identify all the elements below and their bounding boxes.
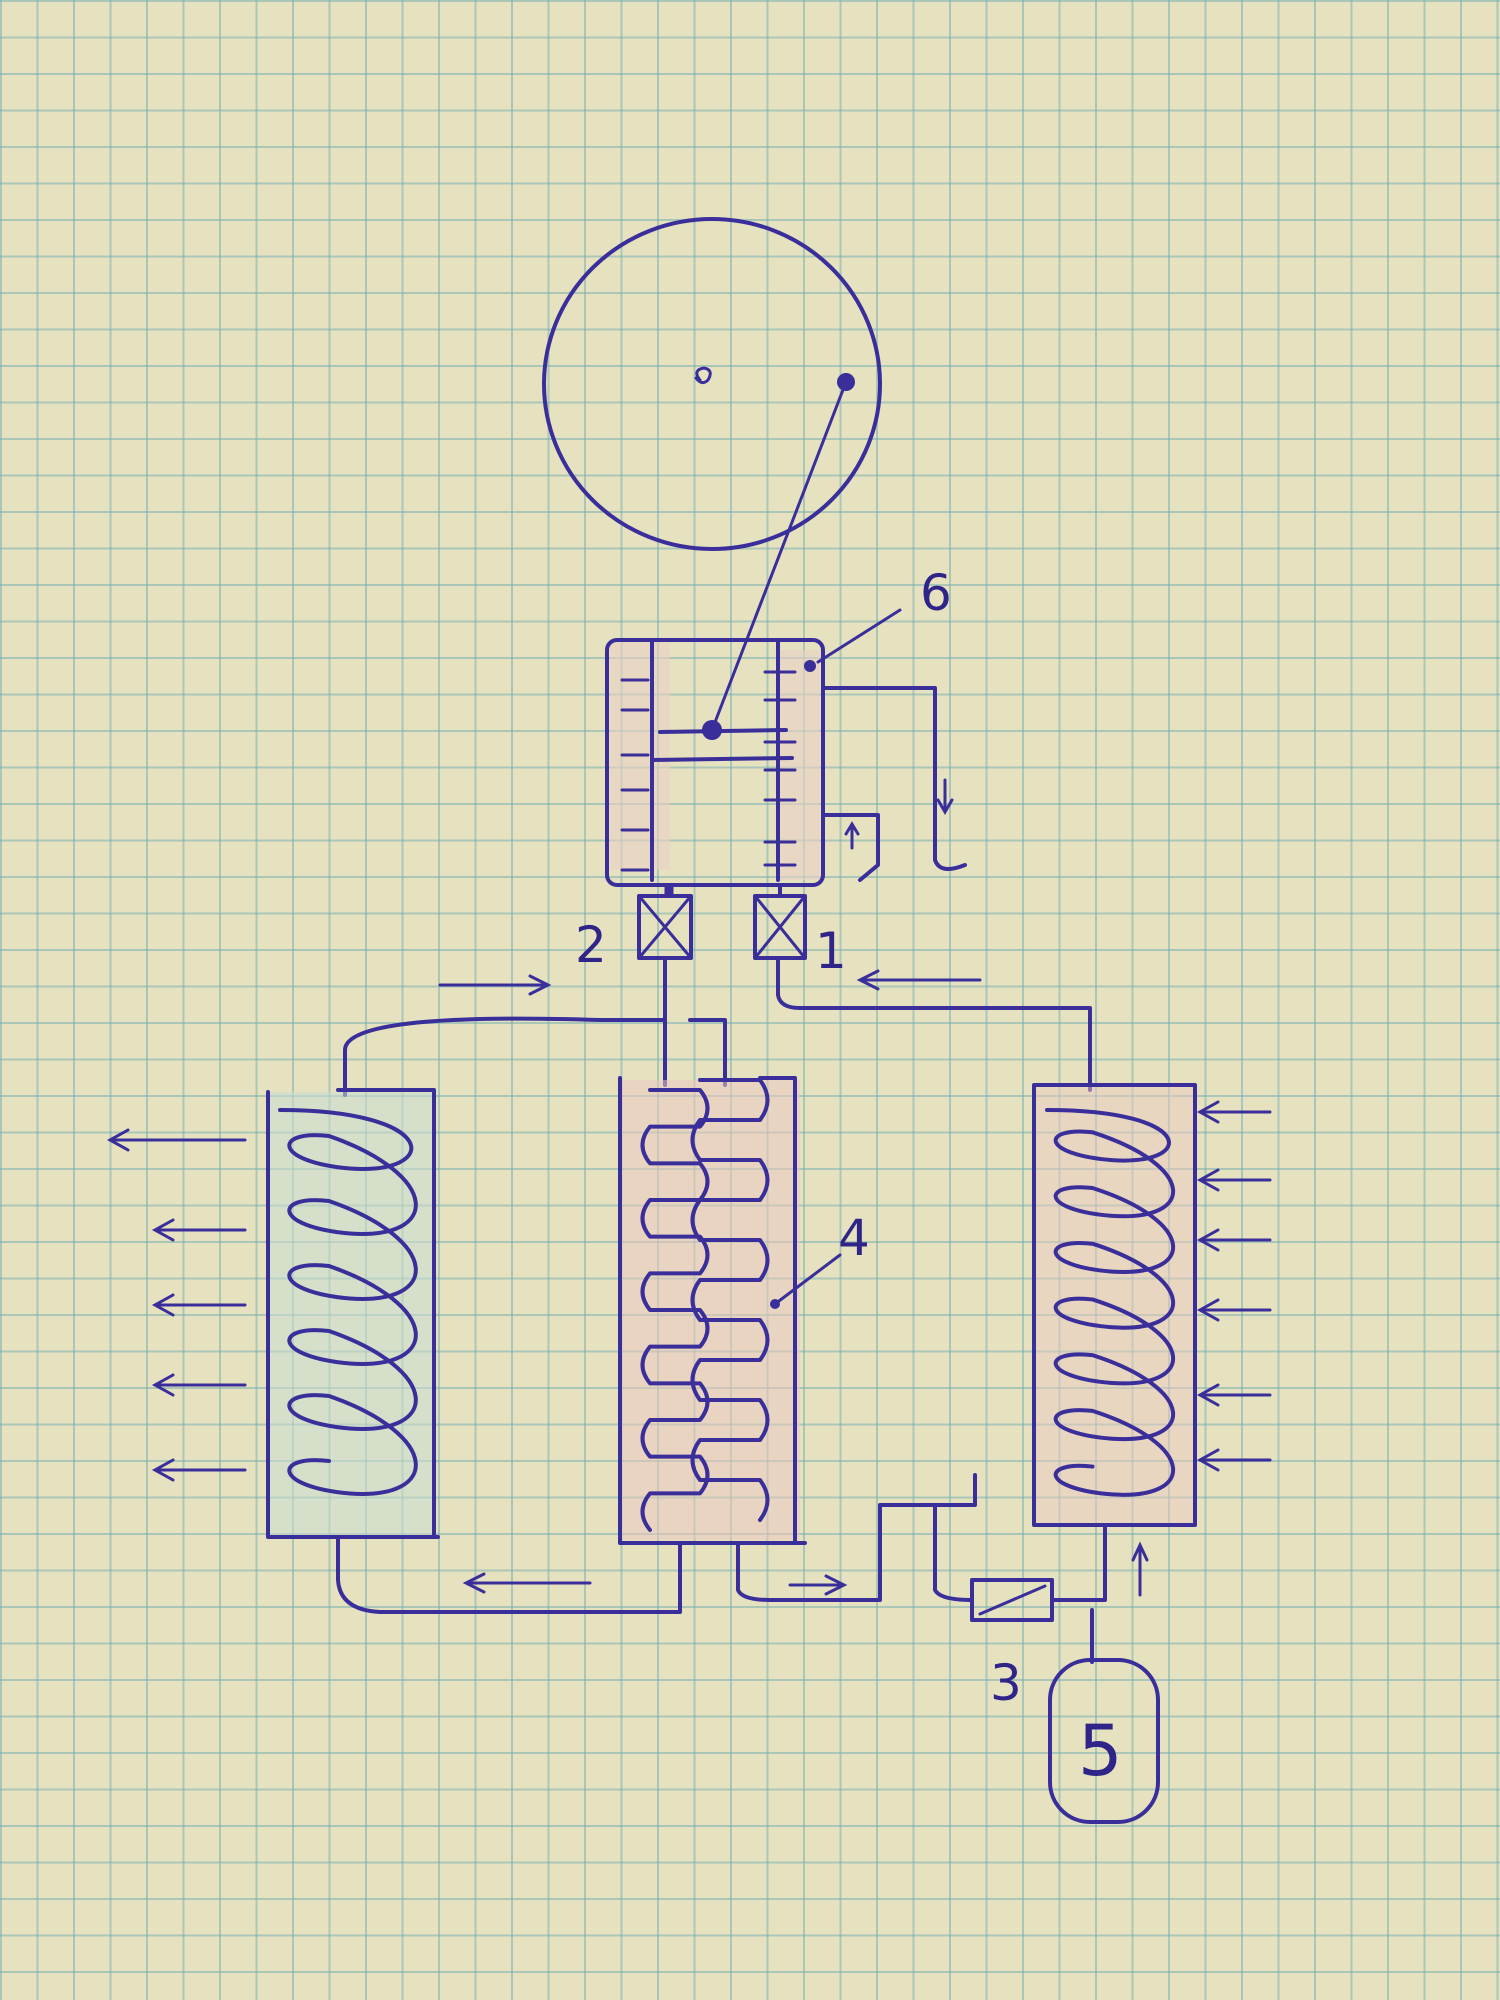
middle-exchanger [618,1076,842,1545]
flow-arrow [151,1218,247,1242]
tank [1048,1658,1160,1824]
label-valve-3: 3 [990,1654,1022,1712]
valve-1 [753,884,807,960]
label-tank: 5 [1078,1710,1123,1792]
label-sensor-box: 6 [920,564,952,622]
label-middle-exchanger: 4 [838,1209,870,1267]
label-valve-2: 2 [575,916,607,974]
flow-arrow [1196,1298,1272,1322]
flow-arrow [106,1128,247,1152]
dial-gauge [542,217,882,732]
flow-arrow [151,1373,247,1397]
flow-arrow [151,1458,247,1482]
sensor-box [605,608,967,887]
valve-3 [970,1578,1054,1622]
valve-2 [637,886,693,960]
dial-needle-link [710,380,848,732]
flow-arrow [1196,1228,1272,1252]
flow-arrow [151,1293,247,1317]
flow-arrow [1196,1383,1272,1407]
left-exchanger [106,1088,440,1539]
label-valve-1: 1 [815,922,847,980]
flow-arrow [1196,1168,1272,1192]
flow-arrow [1196,1448,1272,1472]
right-exchanger [1032,1083,1272,1527]
dial-center-mark [694,366,712,385]
flow-arrow [1196,1100,1272,1124]
